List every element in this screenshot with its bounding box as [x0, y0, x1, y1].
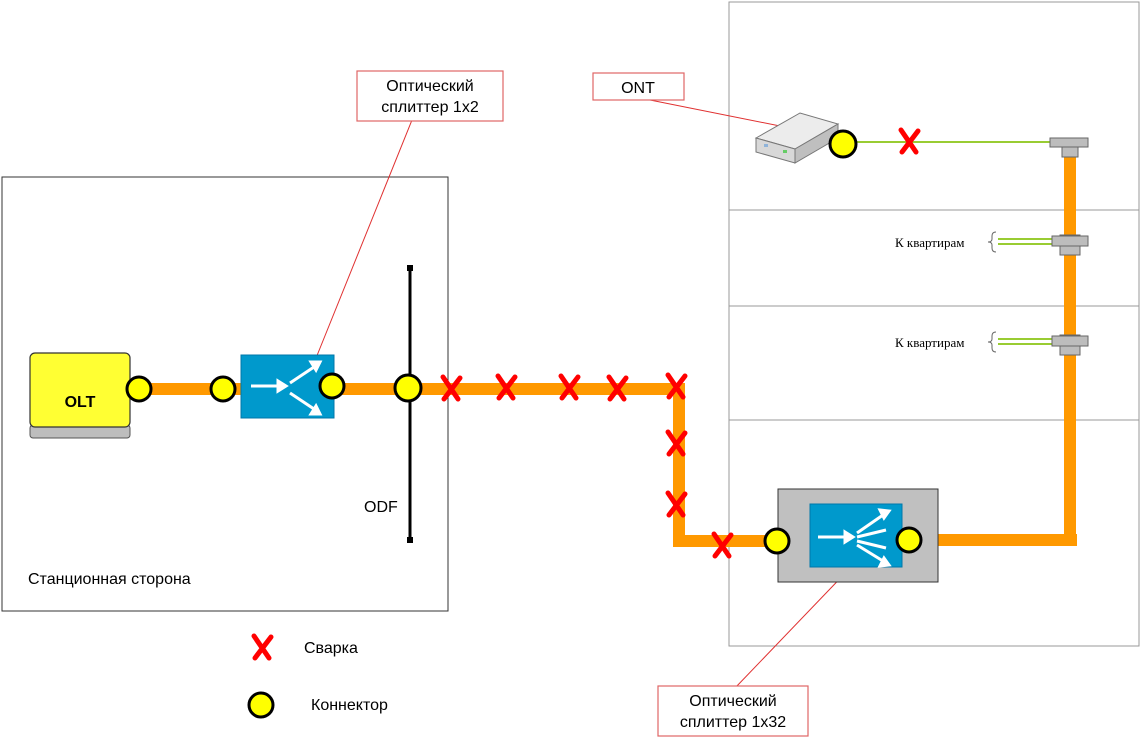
- splitter-arrows-icon: [251, 360, 323, 416]
- station-side-label: Станционная сторона: [28, 571, 191, 588]
- splitter-arrows-icon: [818, 508, 892, 568]
- riser-tap-top: [1049, 137, 1089, 158]
- weld-mark-icon: [440, 374, 463, 402]
- splitter-1x2-leader: [311, 119, 413, 369]
- brace-icon: [987, 331, 997, 353]
- splitter-1x2-title-line2: сплиттер 1x2: [381, 99, 479, 116]
- riser-tap-upper: [1051, 234, 1089, 256]
- splitter-1x2: [240, 354, 335, 419]
- weld-mark-icon: [665, 490, 688, 518]
- to-apartments-lower-label: К квартирам: [895, 335, 964, 350]
- legend-weld-icon: [251, 633, 274, 661]
- building-floor-3: [728, 305, 1140, 421]
- connector-olt-out: [125, 375, 153, 403]
- weld-mark-icon: [558, 373, 581, 401]
- connector-splitter-1x2-in: [209, 375, 237, 403]
- connector-odf: [393, 373, 423, 403]
- odf-bottom-cap: [407, 537, 413, 543]
- building-floor-2: [728, 209, 1140, 307]
- callout-splitter-1x2: Оптический сплиттер 1x2: [356, 70, 504, 122]
- legend-connector-icon: [247, 691, 275, 719]
- riser-tap-lower: [1051, 334, 1089, 356]
- odf-label: ODF: [364, 499, 398, 516]
- splitter-1x32-title-line2: сплиттер 1x32: [680, 714, 786, 731]
- weld-mark-icon: [711, 531, 734, 559]
- odf-panel: ODF: [364, 265, 413, 543]
- callout-splitter-1x32: Оптический сплиттер 1x32: [657, 685, 809, 737]
- ont-leader: [649, 99, 791, 129]
- connector-ont: [828, 129, 858, 159]
- legend-connector-label: Коннектор: [311, 697, 388, 714]
- connector-splitter-1x32-out: [895, 526, 923, 554]
- legend: Сварка Коннектор: [247, 633, 388, 719]
- splitter-1x2-title-line1: Оптический: [386, 78, 473, 95]
- brace-icon: [987, 231, 997, 253]
- connectors: [125, 129, 923, 555]
- weld-mark-icon: [898, 127, 921, 155]
- riser-taps: [1049, 137, 1089, 356]
- weld-mark-icon: [606, 374, 629, 402]
- welds: [440, 127, 921, 559]
- odf-top-cap: [407, 265, 413, 271]
- olt-body: [29, 352, 131, 428]
- legend-weld-label: Сварка: [304, 640, 358, 657]
- connector-splitter-1x32-in: [763, 527, 791, 555]
- apartment-drop-upper: К квартирам: [895, 231, 1060, 253]
- apartment-drop-lower: К квартирам: [895, 331, 1060, 353]
- ont-label: ONT: [621, 80, 655, 97]
- connector-splitter-1x2-out: [318, 372, 346, 400]
- olt-device: OLT: [29, 352, 131, 439]
- building-floor-top: [728, 1, 1140, 211]
- olt-label: OLT: [65, 394, 96, 411]
- callout-ont: ONT: [592, 72, 685, 101]
- splitter-1x32-title-line1: Оптический: [689, 693, 776, 710]
- ont-device-icon: [754, 112, 840, 164]
- weld-mark-icon: [495, 373, 518, 401]
- weld-mark-icon: [665, 429, 688, 457]
- weld-mark-icon: [665, 372, 688, 400]
- splitter-1x32-leader: [734, 565, 853, 689]
- to-apartments-upper-label: К квартирам: [895, 235, 964, 250]
